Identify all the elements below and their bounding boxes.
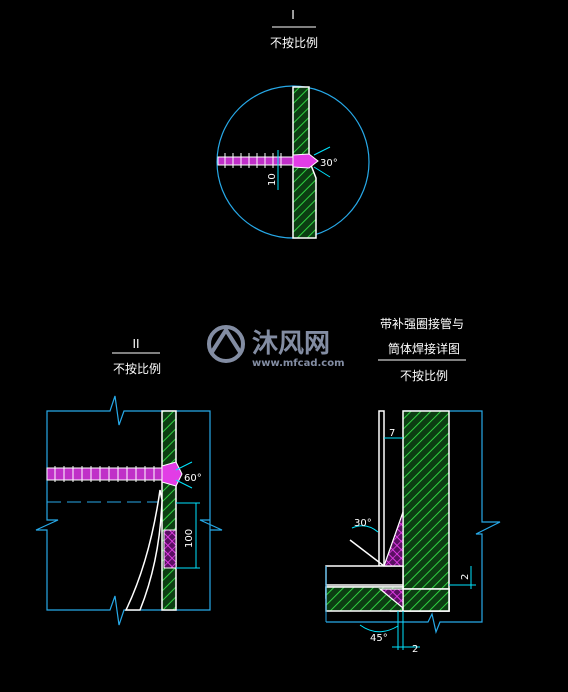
detail-3-fillet-weld bbox=[383, 511, 404, 567]
detail-2-scale-note: 不按比例 bbox=[113, 362, 161, 376]
detail-3-title-line1: 带补强圈接管与 bbox=[380, 316, 464, 331]
detail-1-weld bbox=[292, 153, 319, 169]
watermark-name: 沐风网 bbox=[252, 329, 330, 359]
detail-1-angle: 30° bbox=[320, 158, 338, 169]
detail-3-break-frame bbox=[326, 410, 501, 635]
detail-1-angle-leader bbox=[313, 146, 331, 178]
detail-3-dim-top: 7 bbox=[389, 428, 395, 439]
detail-3-lower-weld bbox=[378, 588, 404, 610]
detail-2-curved-edge bbox=[124, 489, 163, 611]
detail-3-dim-bottom: 2 bbox=[412, 644, 418, 655]
watermark: 沐风网 www.mfcad.com bbox=[207, 325, 345, 369]
detail-3: 带补强圈接管与 筒体焊接详图 不按比例 7 30° 2 45° bbox=[325, 316, 501, 655]
detail-3-title-line2: 筒体焊接详图 bbox=[388, 341, 460, 356]
detail-3-pad-upper bbox=[325, 565, 404, 586]
detail-1: I 不按比例 30° 10 bbox=[216, 8, 370, 239]
detail-2-mark: II bbox=[132, 337, 139, 351]
detail-3-angle-bottom: 45° bbox=[370, 633, 388, 644]
detail-1-scale-note: 不按比例 bbox=[270, 36, 318, 50]
detail-1-nozzle bbox=[217, 156, 294, 166]
detail-2-lower-weld bbox=[163, 529, 177, 569]
detail-3-angle-top: 30° bbox=[354, 518, 372, 529]
detail-2-break-right bbox=[199, 519, 223, 531]
detail-2: II 不按比例 60° 100 bbox=[35, 337, 223, 626]
detail-1-dim: 10 bbox=[267, 173, 278, 186]
detail-2-weld bbox=[161, 461, 183, 487]
detail-2-angle-leader bbox=[175, 461, 193, 489]
detail-3-shell bbox=[402, 410, 450, 612]
detail-2-shell-wall bbox=[161, 410, 177, 611]
detail-2-dim: 100 bbox=[184, 529, 195, 548]
detail-3-nozzle-wall bbox=[378, 410, 385, 567]
detail-1-mark: I bbox=[291, 8, 295, 22]
detail-2-break-frame bbox=[35, 395, 211, 626]
detail-3-dim-right: 2 bbox=[460, 574, 471, 580]
detail-2-angle: 60° bbox=[184, 473, 202, 484]
detail-3-scale-note: 不按比例 bbox=[400, 369, 448, 383]
watermark-url: www.mfcad.com bbox=[252, 358, 345, 369]
